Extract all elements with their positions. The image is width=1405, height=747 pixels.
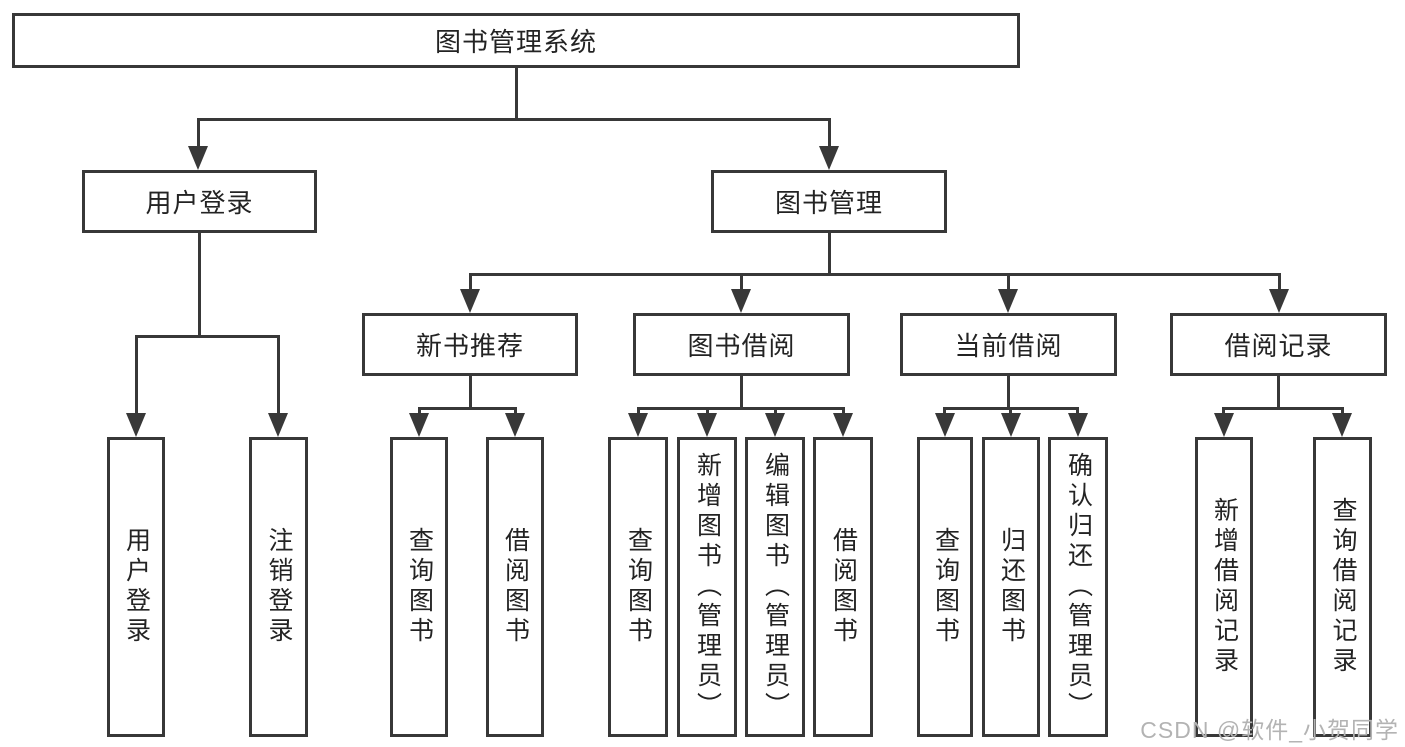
connector-line [135,335,280,338]
leaf-label: 编辑图书（管理员） [761,452,790,722]
leaf-label: 确认归还（管理员） [1064,452,1093,722]
connector-line [1222,407,1225,417]
connector-line [842,407,845,417]
leaf-user-login: 用户登录 [107,437,165,737]
connector-line [515,68,518,121]
connector-line [1009,407,1012,417]
leaf-label: 新增借阅记录 [1210,497,1239,677]
connector-line [1222,407,1344,410]
connector-line [1007,376,1010,410]
leaf-add-book-admin: 新增图书（管理员） [677,437,737,737]
node-book-management-group: 图书管理 [711,170,947,233]
leaf-logout: 注销登录 [249,437,308,737]
connector-line [943,407,946,417]
arrow-down-icon [460,289,480,313]
connector-line [418,407,421,417]
arrow-down-icon [731,289,751,313]
leaf-label: 查询图书 [931,527,960,647]
connector-line [774,407,777,417]
leaf-label: 新增图书（管理员） [693,452,722,722]
node-new-book-recommend: 新书推荐 [362,313,578,376]
connector-line [469,273,1281,276]
leaf-label: 查询图书 [405,527,434,647]
connector-line [637,407,640,417]
connector-line [828,233,831,276]
connector-line [277,335,280,416]
connector-line [1076,407,1079,417]
arrow-down-icon [697,413,717,437]
leaf-edit-book-admin: 编辑图书（管理员） [745,437,805,737]
arrow-down-icon [628,413,648,437]
arrow-down-icon [765,413,785,437]
leaf-query-books-recommend: 查询图书 [390,437,448,737]
connector-line [740,273,743,291]
arrow-down-icon [935,413,955,437]
csdn-watermark: CSDN @软件_小贺同学 [1140,717,1399,743]
leaf-label: 借阅图书 [829,527,858,647]
leaf-query-borrow-record: 查询借阅记录 [1313,437,1372,737]
leaf-label: 查询图书 [624,527,653,647]
arrow-down-icon [188,146,208,170]
arrow-down-icon [833,413,853,437]
connector-line [469,376,472,410]
leaf-confirm-return-admin: 确认归还（管理员） [1048,437,1108,737]
connector-line [197,118,200,150]
node-label: 当前借阅 [954,331,1063,361]
connector-line [740,376,743,410]
node-label: 用户登录 [145,188,254,218]
leaf-label: 用户登录 [122,527,151,647]
connector-line [1278,273,1281,291]
node-borrowing-records: 借阅记录 [1170,313,1387,376]
node-label: 新书推荐 [415,331,524,361]
leaf-borrow-books-recommend: 借阅图书 [486,437,544,737]
leaf-label: 借阅图书 [501,527,530,647]
arrow-down-icon [819,146,839,170]
leaf-return-book: 归还图书 [982,437,1040,737]
connector-line [514,407,517,417]
node-label: 图书管理 [774,188,883,218]
connector-line [1007,273,1010,291]
connector-line [706,407,709,417]
connector-line [198,232,201,338]
connector-line [1341,407,1344,417]
connector-line [637,407,845,410]
arrow-down-icon [1269,289,1289,313]
leaf-query-books-current: 查询图书 [917,437,973,737]
node-label: 图书借阅 [687,331,796,361]
node-library-management-system: 图书管理系统 [12,13,1020,68]
node-label: 图书管理系统 [434,27,597,57]
arrow-down-icon [505,413,525,437]
arrow-down-icon [126,413,146,437]
leaf-borrow-books: 借阅图书 [813,437,873,737]
node-book-borrowing: 图书借阅 [633,313,850,376]
leaf-query-books-borrowing: 查询图书 [608,437,668,737]
arrow-down-icon [1068,413,1088,437]
arrow-down-icon [409,413,429,437]
connector-line [418,407,517,410]
connector-line [469,273,472,291]
leaf-add-borrow-record: 新增借阅记录 [1195,437,1253,737]
connector-line [135,335,138,416]
connector-line [197,118,831,121]
node-label: 借阅记录 [1224,331,1333,361]
arrow-down-icon [1001,413,1021,437]
connector-line [1277,376,1280,410]
leaf-label: 归还图书 [997,527,1026,647]
leaf-label: 注销登录 [265,527,293,647]
arrow-down-icon [1214,413,1234,437]
connector-line [828,118,831,150]
arrow-down-icon [1332,413,1352,437]
arrow-down-icon [998,289,1018,313]
node-user-login-group: 用户登录 [82,170,317,233]
node-current-borrowing: 当前借阅 [900,313,1117,376]
arrow-down-icon [268,413,288,437]
leaf-label: 查询借阅记录 [1329,497,1357,677]
